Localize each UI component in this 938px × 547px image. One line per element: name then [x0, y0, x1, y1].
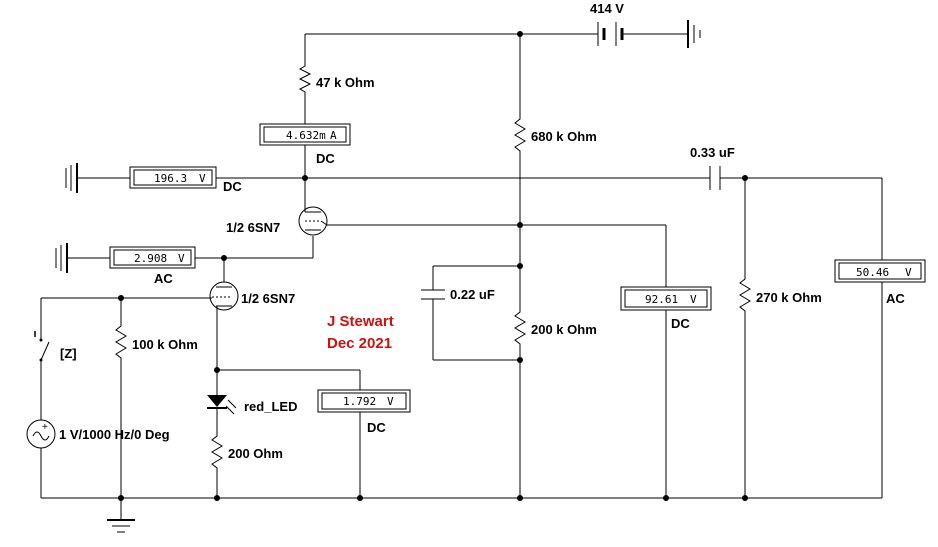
meter-led-voltage-value: 1.792 [343, 395, 376, 408]
meter-led-voltage-mode: DC [367, 420, 386, 435]
resistor-47k-label: 47 k Ohm [316, 75, 375, 90]
meter-anode-voltage-unit: V [199, 172, 206, 185]
switch-key-label: [Z] [60, 346, 77, 361]
triode-lower-icon [209, 281, 239, 311]
led-icon [207, 395, 237, 415]
meter-anode-current-unit: A [330, 129, 337, 142]
triode-upper-icon [298, 205, 328, 236]
wires [40, 33, 883, 520]
tube-upper-label: 1/2 6SN7 [226, 220, 280, 235]
resistor-270k-icon [739, 275, 751, 314]
meter-output-ac-unit: V [905, 266, 912, 279]
ground-icon-anode-meter [65, 163, 78, 193]
meter-grid-voltage: 92.61 V [620, 286, 712, 311]
meter-cathode-ac-value: 2.908 [134, 252, 167, 265]
meter-grid-voltage-mode: DC [671, 316, 690, 331]
author-date: Dec 2021 [327, 335, 392, 352]
capacitor-bypass-icon [421, 289, 445, 300]
ac-source-label: 1 V/1000 Hz/0 Deg [59, 427, 170, 442]
resistor-200k-label: 200 k Ohm [531, 322, 597, 337]
svg-text:+: + [42, 422, 48, 433]
capacitor-coupling-icon [709, 166, 721, 190]
meter-anode-voltage: 196.3 V [129, 166, 217, 189]
meter-anode-current-mode: DC [316, 151, 335, 166]
ground-icon-cathode-meter [55, 243, 68, 273]
meter-anode-current: 4.632m A [259, 123, 351, 146]
resistor-47k-icon [298, 62, 312, 96]
capacitor-coupling-label: 0.33 uF [690, 145, 735, 160]
supply-voltage-label: 414 V [590, 1, 624, 16]
meter-led-voltage-unit: V [387, 395, 394, 408]
resistor-200k-icon [514, 308, 526, 348]
meter-anode-current-value: 4.632m [286, 129, 326, 142]
meter-output-ac: 50.46 V [834, 259, 926, 283]
led-label: red_LED [244, 399, 297, 414]
junction-dots [118, 31, 748, 501]
resistor-200ohm-label: 200 Ohm [228, 446, 283, 461]
meter-output-ac-mode: AC [886, 291, 905, 306]
meter-anode-voltage-mode: DC [223, 179, 242, 194]
capacitor-bypass-label: 0.22 uF [450, 287, 495, 302]
meter-cathode-ac-mode: AC [154, 271, 173, 286]
meter-grid-voltage-value: 92.61 [645, 293, 678, 306]
ground-icon-bottom [107, 519, 135, 533]
resistor-270k-label: 270 k Ohm [756, 290, 822, 305]
resistor-100k-label: 100 k Ohm [132, 337, 198, 352]
author-name: J Stewart [327, 313, 394, 330]
resistor-680k-label: 680 k Ohm [531, 129, 597, 144]
meter-grid-voltage-unit: V [690, 293, 697, 306]
tube-lower-label: 1/2 6SN7 [241, 291, 295, 306]
ac-source-icon: + [26, 419, 56, 449]
resistor-200ohm-icon [211, 432, 223, 472]
meter-led-voltage: 1.792 V [317, 389, 411, 413]
supply-battery-icon [597, 22, 624, 46]
switch-icon [34, 330, 50, 362]
meter-cathode-ac-unit: V [178, 252, 185, 265]
meter-anode-voltage-value: 196.3 [154, 172, 187, 185]
meter-cathode-ac: 2.908 V [109, 246, 196, 269]
resistor-680k-icon [514, 115, 526, 155]
meter-output-ac-value: 50.46 [856, 266, 889, 279]
resistor-100k-icon [115, 322, 127, 362]
ground-icon-top-right [687, 20, 701, 48]
